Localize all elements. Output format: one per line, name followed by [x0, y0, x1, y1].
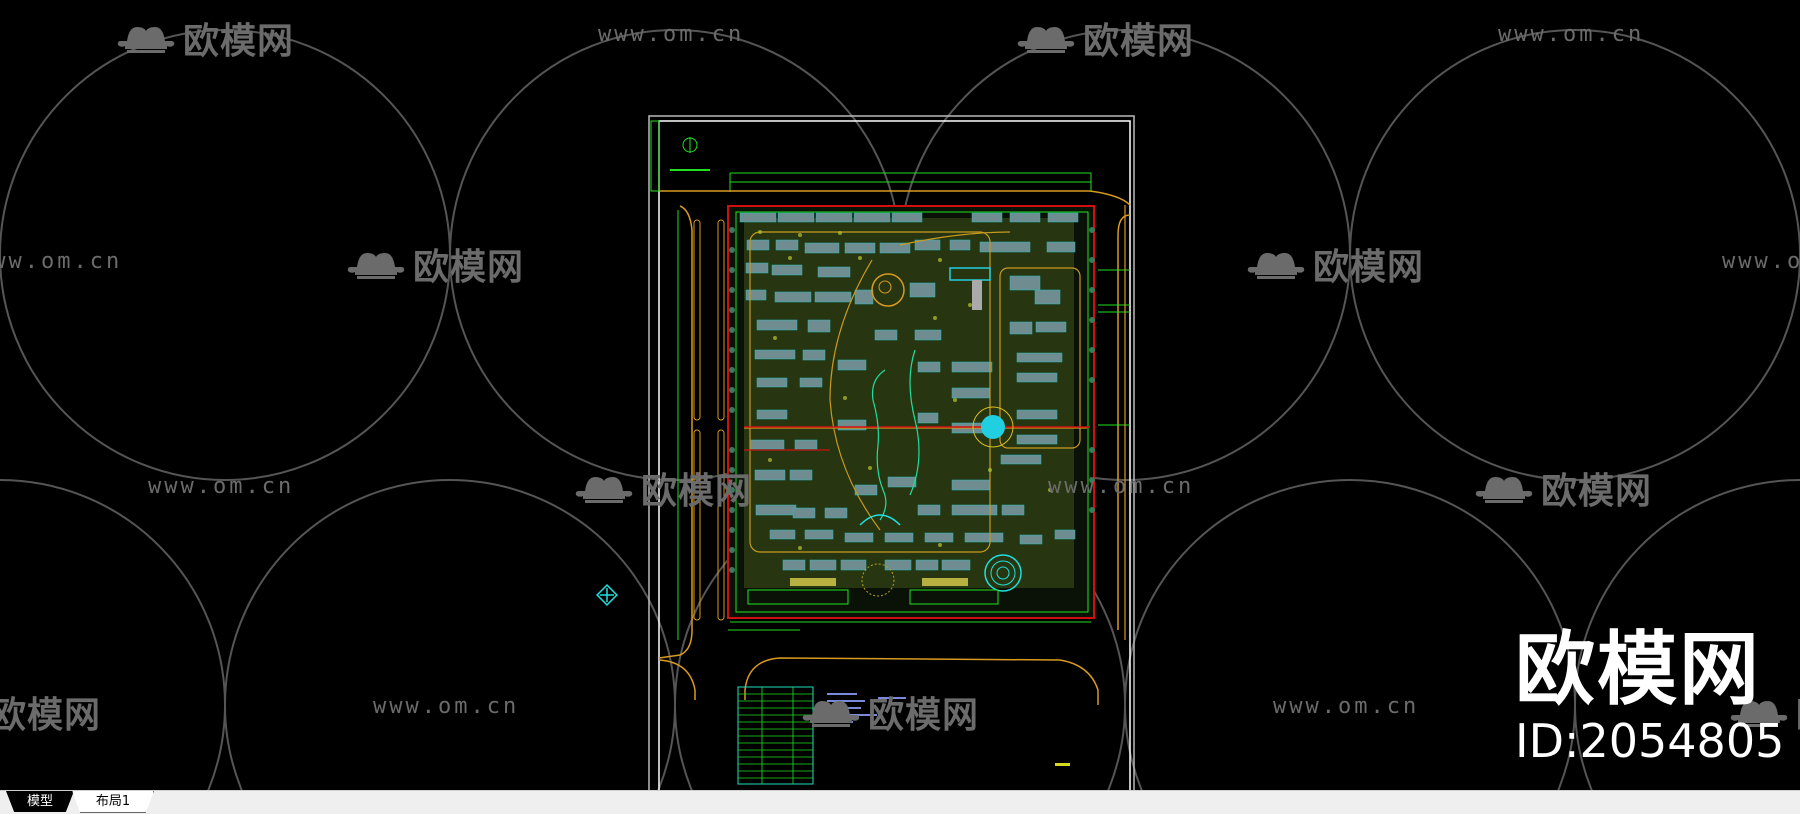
tab-model[interactable]: 模型: [6, 791, 74, 812]
tab-layout1[interactable]: 布局1: [72, 791, 154, 813]
cad-model-space[interactable]: 欧模网 欧模网 欧模网 欧模网 欧模网 欧模网 欧模网 欧模网 欧模网 www.…: [0, 0, 1800, 790]
site-plan-drawing: [0, 29, 1800, 790]
brand-name: 欧模网: [1515, 623, 1761, 716]
layout-tab-bar: 模型 布局1: [0, 790, 1800, 814]
brand-block: 欧模网 ID:2054805: [1515, 623, 1785, 768]
watermark-circles: [0, 29, 1800, 790]
model-id: ID:2054805: [1515, 714, 1785, 768]
